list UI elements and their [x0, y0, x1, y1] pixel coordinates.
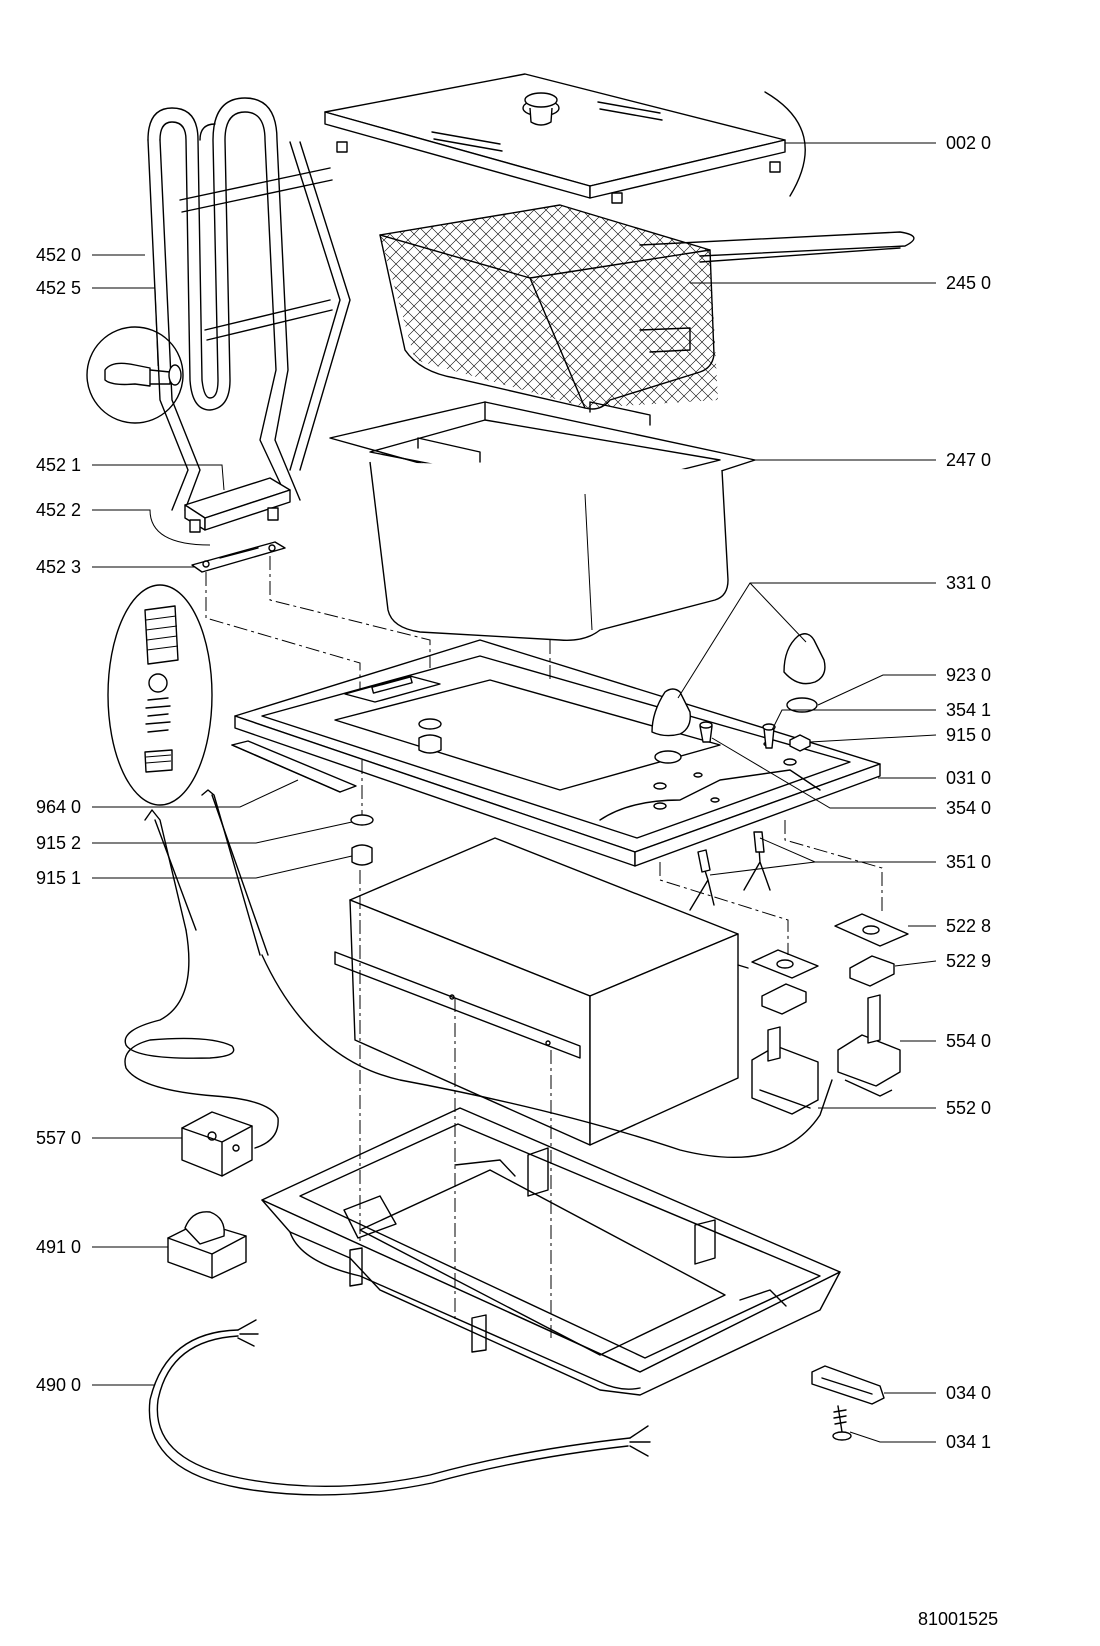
washer-and-nut [350, 814, 374, 866]
label-915-1: 915 1 [36, 868, 81, 888]
label-452-0: 452 0 [36, 245, 81, 265]
label-331-0: 331 0 [946, 573, 991, 593]
insulator-plates [751, 913, 909, 1015]
label-490-0: 490 0 [36, 1375, 81, 1395]
wire-connectors [689, 831, 771, 911]
gasket-part [231, 740, 357, 793]
gland-detail-circle [86, 326, 184, 424]
basket-part [379, 204, 915, 410]
label-034-0: 034 0 [946, 1383, 991, 1403]
cord-holder-part [167, 1211, 247, 1279]
label-552-0: 552 0 [946, 1098, 991, 1118]
part-labels: 002 0 245 0 452 0 452 5 247 0 452 1 452 … [36, 133, 998, 1629]
thermostat-switches [751, 994, 901, 1115]
label-522-9: 522 9 [946, 951, 991, 971]
heating-element-part [147, 97, 351, 573]
clip-and-screw [811, 1365, 885, 1441]
label-452-3: 452 3 [36, 557, 81, 577]
label-351-0: 351 0 [946, 852, 991, 872]
label-923-0: 923 0 [946, 665, 991, 685]
label-554-0: 554 0 [946, 1031, 991, 1051]
label-002-0: 002 0 [946, 133, 991, 153]
label-452-1: 452 1 [36, 455, 81, 475]
label-354-1: 354 1 [946, 700, 991, 720]
label-245-0: 245 0 [946, 273, 991, 293]
assembly-lines [205, 556, 883, 1338]
label-557-0: 557 0 [36, 1128, 81, 1148]
label-522-8: 522 8 [946, 916, 991, 936]
label-452-5: 452 5 [36, 278, 81, 298]
label-247-0: 247 0 [946, 450, 991, 470]
capillary-tubes [124, 789, 833, 1159]
label-915-0: 915 0 [946, 725, 991, 745]
label-031-0: 031 0 [946, 768, 991, 788]
thermal-cutout-part [181, 1111, 253, 1177]
label-491-0: 491 0 [36, 1237, 81, 1257]
label-964-0: 964 0 [36, 797, 81, 817]
power-cord-part [148, 1319, 651, 1496]
spring-detail-ellipse [107, 584, 213, 806]
base-tray-part [261, 1107, 841, 1396]
bowl-part [329, 401, 756, 641]
leader-lines [92, 142, 937, 1443]
knob-part [783, 633, 826, 713]
label-354-0: 354 0 [946, 798, 991, 818]
label-452-2: 452 2 [36, 500, 81, 520]
drawing-number: 81001525 [918, 1609, 998, 1629]
label-915-2: 915 2 [36, 833, 81, 853]
top-plate-part [234, 639, 881, 867]
lid-part [324, 73, 806, 204]
housing-part [334, 837, 749, 1146]
label-034-1: 034 1 [946, 1432, 991, 1452]
